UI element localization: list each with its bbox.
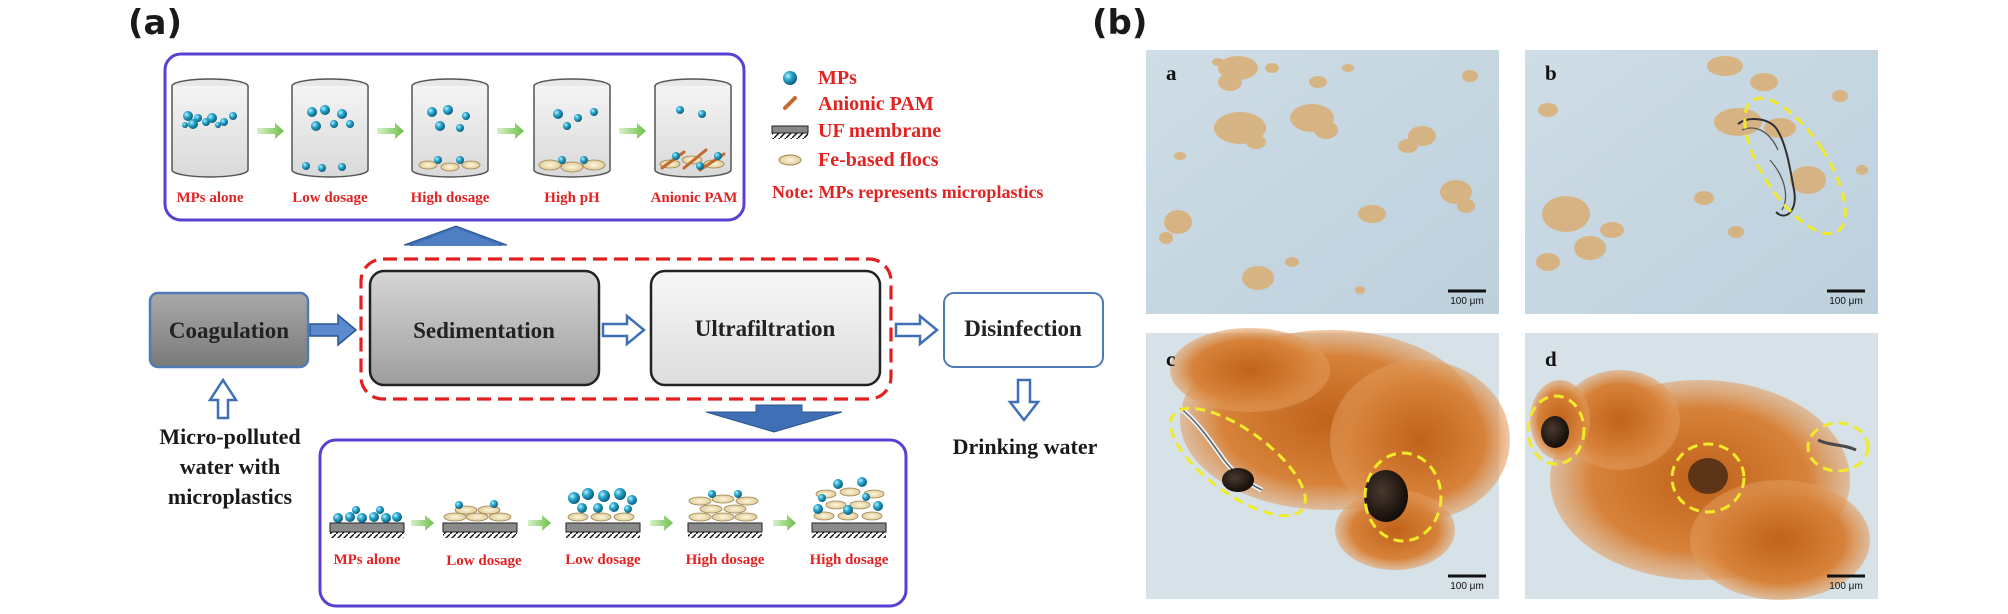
membrane-high-dosage-1 xyxy=(687,490,763,538)
membrane-mps-alone xyxy=(329,506,405,538)
bottom-caption-2: Low dosage xyxy=(446,553,522,569)
micrograph-c-label: c xyxy=(1166,347,1175,371)
legend-label-mps: MPs xyxy=(818,67,857,89)
up-arrow-head xyxy=(410,228,502,246)
disinfection-box xyxy=(943,292,1104,368)
beaker-low-dosage xyxy=(291,78,369,178)
beaker-high-dosage xyxy=(411,78,489,178)
ultrafiltration-label: Ultrafiltration xyxy=(695,316,836,341)
membrane-low-dosage-1 xyxy=(442,500,518,538)
sedimentation-label: Sedimentation xyxy=(413,318,555,343)
coagulation-label: Coagulation xyxy=(169,318,289,343)
micrograph-d: d 100 μm xyxy=(1525,333,1878,600)
micrograph-a-label: a xyxy=(1166,61,1177,85)
top-caption-3: High dosage xyxy=(411,190,490,206)
process-dashed-frame xyxy=(359,257,893,401)
bottom-caption-1: MPs alone xyxy=(333,552,400,568)
mp-particle-icon xyxy=(783,71,797,85)
process-arrows xyxy=(309,313,939,347)
micrograph-b: b 100 μm xyxy=(1525,50,1878,314)
down-arrow xyxy=(705,404,843,433)
beaker-high-ph xyxy=(533,78,611,178)
bottom-caption-5: High dosage xyxy=(810,552,889,568)
disinfection-label: Disinfection xyxy=(964,316,1082,341)
top-caption-2: Low dosage xyxy=(292,190,368,206)
top-caption-5: Anionic PAM xyxy=(651,190,738,206)
micrograph-a: a 100 μm xyxy=(1146,50,1499,314)
output-arrow xyxy=(1007,378,1041,423)
panel-b-letter: (b) xyxy=(1092,3,1147,43)
micrograph-c-scale: 100 μm xyxy=(1450,581,1484,592)
legend-label-uf: UF membrane xyxy=(818,120,941,142)
micrograph-a-scale: 100 μm xyxy=(1450,296,1484,307)
top-row-arrows xyxy=(257,123,646,139)
input-line-3: microplastics xyxy=(168,484,293,509)
legend-label-pam: Anionic PAM xyxy=(818,93,934,115)
ultrafiltration-box xyxy=(649,269,882,387)
bottom-row-arrows xyxy=(411,515,796,531)
micrograph-d-label: d xyxy=(1545,347,1557,371)
input-line-2: water with xyxy=(180,454,280,479)
fe-floc-icon xyxy=(778,154,802,166)
note-text: Note: MPs represents microplastics xyxy=(772,182,1043,202)
micrograph-d-scale: 100 μm xyxy=(1829,581,1863,592)
micrograph-b-scale: 100 μm xyxy=(1829,296,1863,307)
anionic-pam-icon xyxy=(783,96,797,110)
input-arrow xyxy=(207,377,239,420)
micrograph-b-label: b xyxy=(1545,61,1557,85)
legend-label-floc: Fe-based flocs xyxy=(818,149,939,171)
membrane-low-dosage-2 xyxy=(565,488,641,538)
legend: MPs Anionic PAM UF membrane Fe-based flo… xyxy=(771,67,941,171)
beaker-mps-alone xyxy=(171,78,249,178)
panel-a-letter: (a) xyxy=(128,3,182,43)
coagulation-box xyxy=(148,291,310,369)
bottom-caption-3: Low dosage xyxy=(565,552,641,568)
output-label: Drinking water xyxy=(953,434,1098,459)
top-caption-4: High pH xyxy=(544,190,600,206)
bottom-caption-4: High dosage xyxy=(686,552,765,568)
top-caption-1: MPs alone xyxy=(176,190,243,206)
sedimentation-box xyxy=(368,269,601,387)
membrane-high-dosage-2 xyxy=(811,477,887,538)
beaker-anionic-pam xyxy=(654,78,732,178)
micrograph-c: c 100 μm xyxy=(1146,328,1510,599)
uf-membrane-icon xyxy=(771,125,809,139)
input-line-1: Micro-polluted xyxy=(159,424,300,449)
